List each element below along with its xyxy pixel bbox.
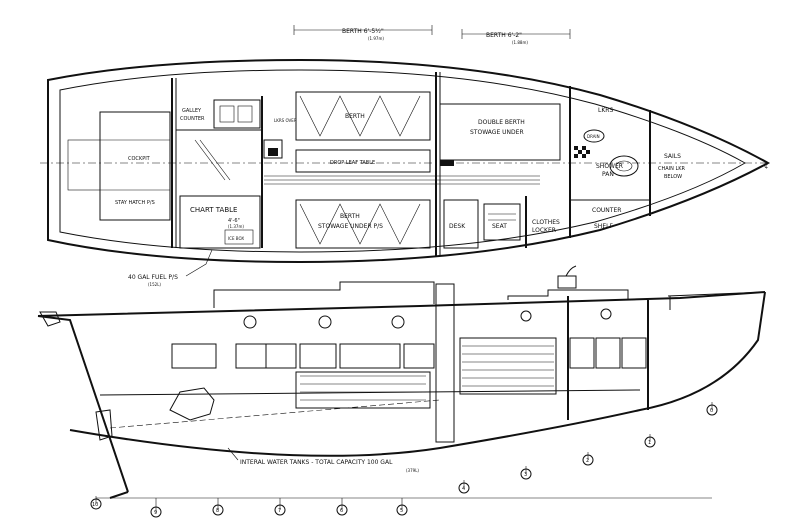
chart-table-label: CHART TABLE [190,206,237,214]
station-circle [520,468,532,480]
lower-berth [295,199,431,249]
fuel-metric: (152L) [148,282,161,287]
seat-label: SEAT [492,223,507,230]
station-circle [90,498,102,510]
drop-leaf-table [295,149,431,173]
centerline-mark: ¢ [764,162,768,170]
chain-lkr-below-label: BELOW [664,174,682,180]
chain-lkr-label: CHAIN LKR [658,166,686,172]
portlight [318,315,332,329]
station-label: 0 [710,408,713,414]
berth-hatching [300,375,426,401]
desk [443,199,479,249]
plan-view: ¢ COCKPIT STAY HATCH P/S GALLEY COUNTER … [40,58,771,264]
toilet [609,155,639,177]
station-label: 9 [154,510,157,516]
station-label: 2 [586,458,589,464]
shelf-label: SHELF [594,223,613,230]
shower-label: SHOWER [596,163,623,170]
portlight [520,310,532,322]
stowage-ps-label: STOWAGE UNDER P/S [318,223,383,230]
chart-table [179,195,261,249]
upper-berth [295,91,431,141]
galley-label: GALLEY [182,108,202,114]
clothes-locker-label: CLOTHES [532,219,560,226]
station-circle [274,504,286,516]
plan-deck-line [59,69,747,253]
station-label: 5 [400,508,403,514]
profile-sheer [37,291,766,317]
seat [483,203,521,241]
dimension-lines: BERTH 6'-5½" (1.97m) BERTH 6'-2" (1.88m) [293,25,571,45]
shower-pan-grid [574,146,590,158]
water-tank-metric: (379L) [406,468,419,473]
sails-label: SAILS [664,153,681,160]
rudder [95,409,113,441]
berth-aft-metric: (1.97m) [368,36,384,41]
fuel-note: 40 GAL FUEL P/S (152L) [128,249,213,287]
berth-fwd-metric: (1.88m) [512,40,528,45]
double-berth-label: DOUBLE BERTH [478,119,525,126]
station-circle [582,454,594,466]
portlight [600,308,612,320]
clothes-locker-label-2: LOCKER [532,227,556,234]
station-circle [644,436,656,448]
station-label: 7 [278,508,281,514]
station-label: 8 [216,508,219,514]
upper-berth-label: BERTH [345,113,365,120]
portlight [391,315,405,329]
portlight [243,315,257,329]
mast [435,283,455,443]
station-label: 4 [462,486,465,492]
galley-counter-label: COUNTER [180,116,205,122]
desk-label: DESK [449,223,466,230]
station-circle [336,504,348,516]
stowage-under-label: STOWAGE UNDER [470,129,524,136]
double-berth-hatching [462,345,554,387]
icebox-label: ICE BOX [228,236,244,241]
lower-berth-label: BERTH [340,213,360,220]
lkrs-over-label: LKRS OVER [274,118,297,123]
station-circle [212,504,224,516]
berth-aft-dim: BERTH 6'-5½" [342,28,384,35]
drain [583,129,605,143]
station-label: 3 [524,472,527,478]
double-berth [439,103,561,161]
berth-fwd-dim: BERTH 6'-2" [486,32,522,39]
station-circle [706,404,718,416]
lkrs-label: LKRS [598,107,613,114]
stay-hatch-label: STAY HATCH P/S [115,200,155,206]
plan-hull-outline [47,58,771,264]
chart-dim-metric: (1.37m) [228,224,244,229]
station-circle [458,482,470,494]
station-label: 10 [92,502,98,508]
station-circle [396,504,408,516]
station-label: 1 [648,440,651,446]
cabin-trunk [213,281,629,308]
stations: 10 9 8 7 6 5 4 3 2 1 0 [90,402,718,518]
pan-label: PAN [602,171,614,178]
drop-leaf-label: DROP LEAF TABLE [330,160,375,166]
drain-label: DRAIN [587,134,600,139]
profile-hull-bottom [37,291,766,499]
station-label: 6 [340,508,343,514]
chart-dim-label: 4'-6" [228,218,240,224]
station-circle [150,506,162,518]
water-tank-label: INTERAL WATER TANKS - TOTAL CAPACITY 100… [240,459,393,466]
counter-label: COUNTER [592,207,621,214]
fuel-label: 40 GAL FUEL P/S [128,274,178,281]
cockpit-label: COCKPIT [128,156,151,162]
profile-view: INTERAL WATER TANKS - TOTAL CAPACITY 100… [37,265,766,499]
